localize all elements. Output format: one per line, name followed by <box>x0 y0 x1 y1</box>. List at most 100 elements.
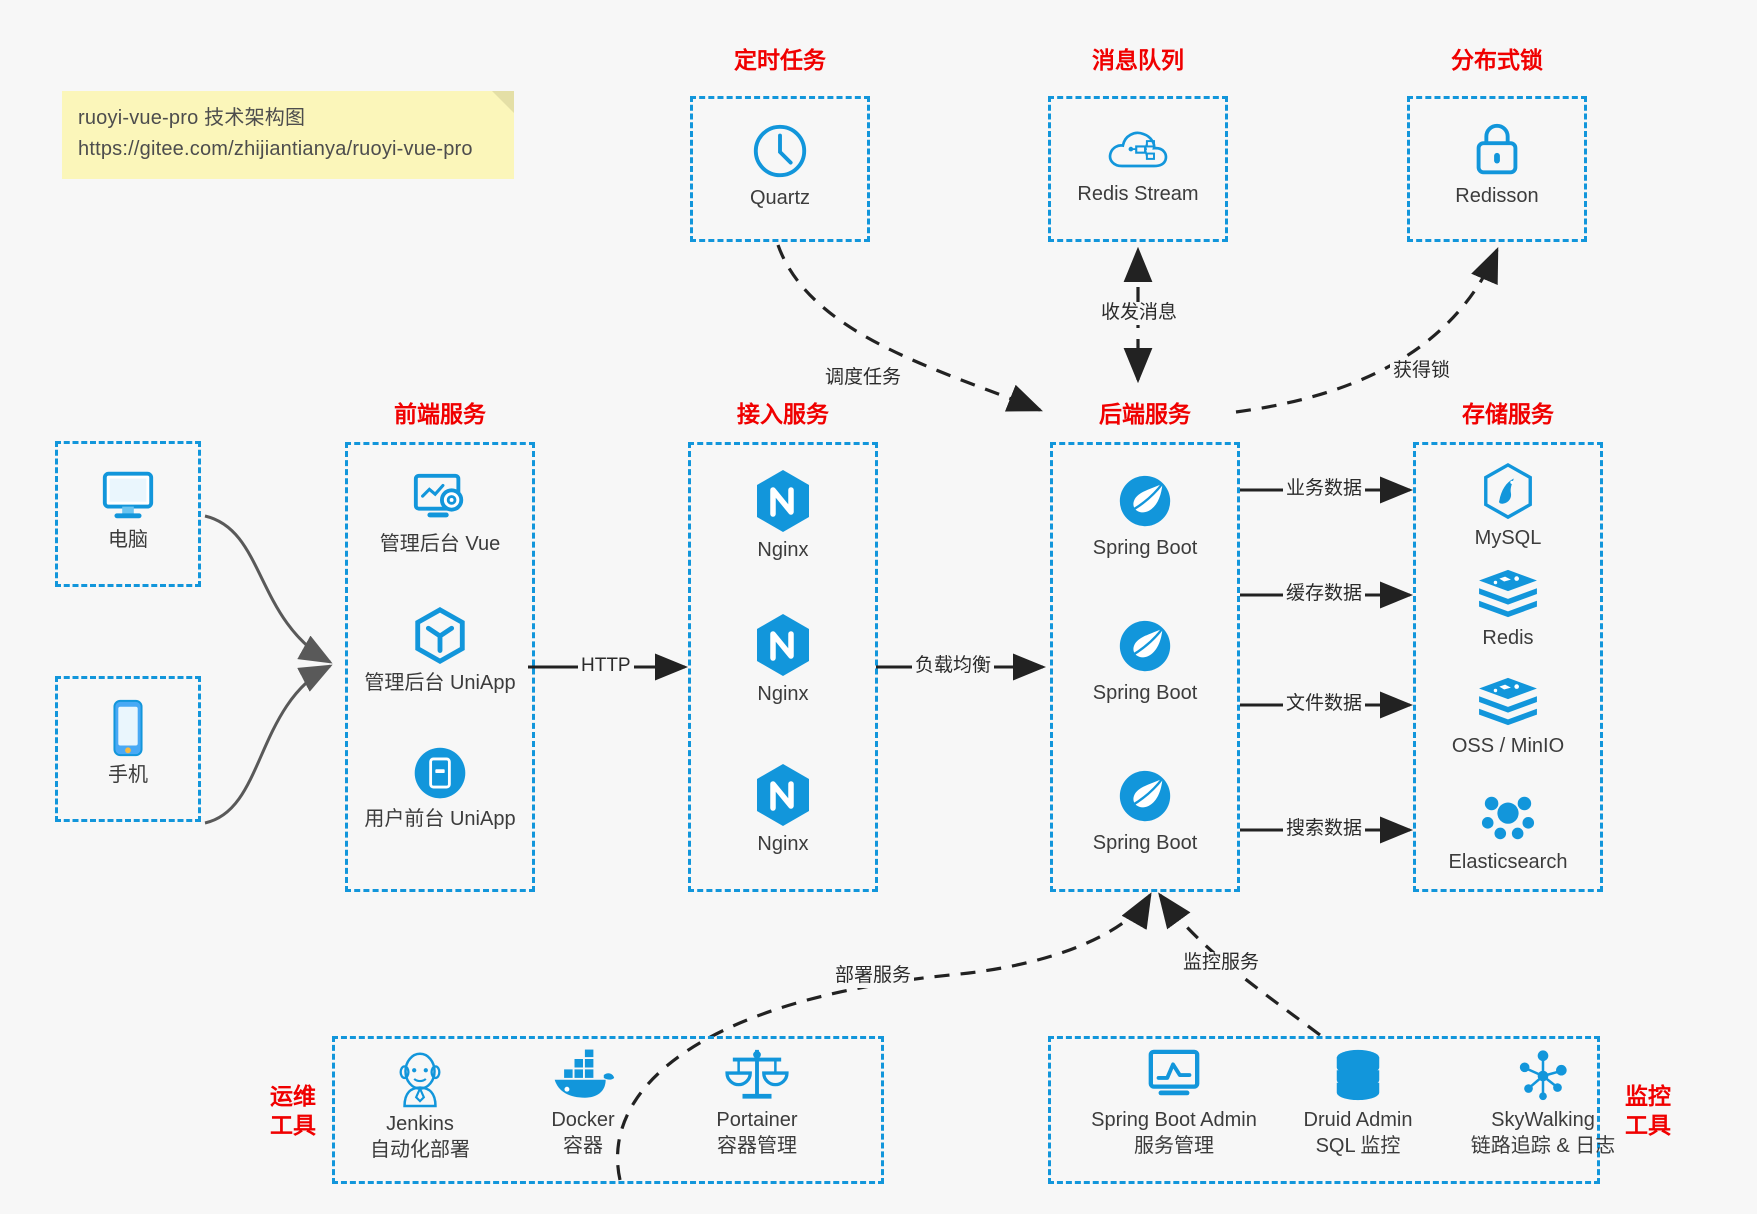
node-sublabel: 容器 <box>563 1134 603 1157</box>
node-mysql[interactable]: MySQL <box>1423 462 1593 552</box>
node-label: Nginx <box>757 833 809 855</box>
node-label: OSS / MinIO <box>1451 735 1565 757</box>
group-title-storage: 存储服务 <box>1462 401 1554 427</box>
node-label: Spring Boot Admin <box>1091 1109 1257 1131</box>
node-sublabel: SQL 监控 <box>1315 1134 1401 1157</box>
edge-label-load-balance: 负载均衡 <box>912 655 995 678</box>
lock-icon <box>1476 123 1518 175</box>
node-label: Docker <box>551 1109 615 1131</box>
node-label: 手机 <box>108 764 148 786</box>
node-label: Nginx <box>757 539 809 561</box>
node-portainer[interactable]: Portainer 容器管理 <box>672 1046 842 1159</box>
edge-label-schedule-task: 调度任务 <box>822 367 905 390</box>
group-frontend <box>345 442 535 892</box>
spring-icon <box>1119 620 1171 672</box>
group-gateway <box>688 442 878 892</box>
node-mobile[interactable]: 手机 <box>43 697 213 789</box>
node-label: Spring Boot <box>1092 682 1198 704</box>
group-storage <box>1413 442 1603 892</box>
edge-label-monitor-service: 监控服务 <box>1180 952 1263 975</box>
node-label: Spring Boot <box>1092 832 1198 854</box>
note-title: ruoyi-vue-pro 技术架构图 <box>78 107 306 129</box>
redis-icon <box>1479 569 1537 618</box>
edge-label-http: HTTP <box>578 655 634 678</box>
node-elasticsearch[interactable]: Elasticsearch <box>1423 790 1593 876</box>
group-title-backend: 后端服务 <box>1099 401 1191 427</box>
node-springboot-1[interactable]: Spring Boot <box>1060 470 1230 562</box>
node-druid-admin[interactable]: Druid Admin SQL 监控 <box>1263 1048 1453 1159</box>
group-client-mobile <box>55 676 201 822</box>
cube-icon <box>415 607 465 664</box>
node-springboot-2[interactable]: Spring Boot <box>1060 615 1230 707</box>
clock-icon <box>753 124 807 178</box>
node-label: SkyWalking <box>1491 1109 1595 1131</box>
node-sublabel: 自动化部署 <box>370 1138 470 1161</box>
node-redis[interactable]: Redis <box>1423 568 1593 652</box>
monitor-title-line1: 监控 <box>1625 1083 1671 1109</box>
edge-label-acquire-lock: 获得锁 <box>1390 360 1454 383</box>
node-sublabel: 容器管理 <box>717 1134 797 1157</box>
app-icon <box>414 747 466 799</box>
node-sublabel: 链路追踪 & 日志 <box>1470 1134 1616 1157</box>
edge-label-cache-data: 缓存数据 <box>1283 583 1366 606</box>
node-skywalking[interactable]: SkyWalking 链路追踪 & 日志 <box>1438 1048 1648 1159</box>
nginx-icon <box>757 470 809 532</box>
diagram-note: ruoyi-vue-pro 技术架构图 https://gitee.com/zh… <box>62 91 514 179</box>
group-title-gateway: 接入服务 <box>737 401 829 427</box>
mobile-icon <box>113 699 143 757</box>
node-label: Redis Stream <box>1077 183 1199 205</box>
database-icon <box>1336 1049 1380 1101</box>
desktop-icon <box>102 471 154 519</box>
node-label: 管理后台 Vue <box>379 533 501 555</box>
node-spring-boot-admin[interactable]: Spring Boot Admin 服务管理 <box>1064 1048 1284 1159</box>
scales-icon <box>725 1049 789 1099</box>
node-redis-stream[interactable]: Redis Stream <box>1053 122 1223 208</box>
node-label: 电脑 <box>108 529 148 551</box>
group-devops <box>332 1036 884 1184</box>
docker-icon <box>554 1049 615 1098</box>
devops-title-line1: 运维 <box>270 1083 316 1109</box>
node-nginx-2[interactable]: Nginx <box>698 612 868 708</box>
node-oss-minio[interactable]: OSS / MinIO <box>1423 676 1593 760</box>
node-desktop[interactable]: 电脑 <box>43 466 213 554</box>
spring-icon <box>1119 475 1171 527</box>
group-title-frontend: 前端服务 <box>394 401 486 427</box>
devops-title-line2: 工具 <box>270 1111 316 1138</box>
monitor-chart-icon <box>1148 1049 1200 1096</box>
node-redisson[interactable]: Redisson <box>1412 118 1582 210</box>
group-title-devops: 运维 工具 <box>258 1082 328 1140</box>
node-jenkins[interactable]: Jenkins 自动化部署 <box>335 1046 505 1163</box>
node-label: Portainer <box>716 1109 798 1131</box>
node-label: Quartz <box>749 187 811 209</box>
node-label: Spring Boot <box>1092 537 1198 559</box>
group-title-mq: 消息队列 <box>1092 47 1184 73</box>
node-admin-vue[interactable]: 管理后台 Vue <box>355 470 525 558</box>
mysql-icon <box>1484 462 1532 520</box>
node-nginx-3[interactable]: Nginx <box>698 762 868 858</box>
nginx-icon <box>757 614 809 676</box>
node-label: Nginx <box>757 683 809 705</box>
node-label: Redis <box>1482 627 1534 649</box>
note-fold-corner <box>492 91 514 113</box>
node-nginx-1[interactable]: Nginx <box>698 468 868 564</box>
node-quartz[interactable]: Quartz <box>695 120 865 212</box>
node-docker[interactable]: Docker 容器 <box>498 1048 668 1159</box>
group-title-monitor: 监控 工具 <box>1613 1082 1683 1140</box>
node-user-uniapp[interactable]: 用户前台 UniApp <box>355 743 525 833</box>
monitor-title-line2: 工具 <box>1625 1111 1671 1138</box>
node-springboot-3[interactable]: Spring Boot <box>1060 765 1230 857</box>
group-lock <box>1407 96 1587 242</box>
dashboard-icon <box>413 473 464 518</box>
group-client-desktop <box>55 441 201 587</box>
group-title-scheduler: 定时任务 <box>734 47 826 73</box>
edge-label-business-data: 业务数据 <box>1283 478 1366 501</box>
node-sublabel: 服务管理 <box>1134 1134 1214 1157</box>
node-admin-uniapp[interactable]: 管理后台 UniApp <box>355 605 525 697</box>
edge-label-file-data: 文件数据 <box>1283 693 1366 716</box>
edge-label-search-data: 搜索数据 <box>1283 818 1366 841</box>
group-title-lock: 分布式锁 <box>1451 47 1543 73</box>
group-monitor <box>1048 1036 1600 1184</box>
node-label: Elasticsearch <box>1448 851 1568 873</box>
group-mq <box>1048 96 1228 242</box>
